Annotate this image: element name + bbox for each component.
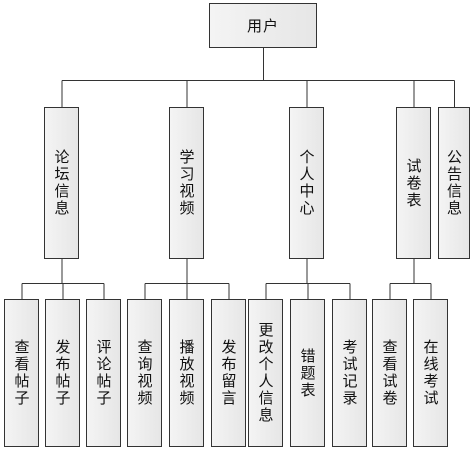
node-view-posts: 查看帖子 xyxy=(4,299,39,447)
node-personal-center: 个人中心 xyxy=(289,107,324,259)
node-post-message: 发布留言 xyxy=(211,299,246,447)
node-play-video: 播放视频 xyxy=(169,299,204,447)
node-post-message-label: 发布留言 xyxy=(219,339,238,407)
node-publish-posts-label: 发布帖子 xyxy=(53,339,72,407)
node-exam-paper-label: 试卷表 xyxy=(404,157,423,209)
node-announcement-info-label: 公告信息 xyxy=(445,149,463,217)
node-comment-posts-label: 评论帖子 xyxy=(94,339,113,407)
node-edit-profile: 更改个人信息 xyxy=(248,299,283,447)
node-wrong-questions-label: 错题表 xyxy=(298,347,317,399)
node-exam-records: 考试记录 xyxy=(332,299,367,447)
node-root-user: 用户 xyxy=(209,3,317,48)
node-personal-center-label: 个人中心 xyxy=(297,149,316,217)
node-view-posts-label: 查看帖子 xyxy=(12,339,31,407)
node-edit-profile-label: 更改个人信息 xyxy=(256,322,275,424)
node-wrong-questions: 错题表 xyxy=(290,299,325,447)
node-comment-posts: 评论帖子 xyxy=(86,299,121,447)
node-exam-records-label: 考试记录 xyxy=(340,339,359,407)
node-search-video-label: 查询视频 xyxy=(135,339,154,407)
node-search-video: 查询视频 xyxy=(127,299,162,447)
node-exam-paper: 试卷表 xyxy=(396,107,431,259)
node-announcement-info: 公告信息 xyxy=(438,107,470,259)
node-forum-info: 论坛信息 xyxy=(44,107,79,259)
node-online-exam: 在线考试 xyxy=(413,299,448,447)
node-study-video-label: 学习视频 xyxy=(177,149,196,217)
node-publish-posts: 发布帖子 xyxy=(45,299,80,447)
node-view-paper: 查看试卷 xyxy=(372,299,407,447)
node-play-video-label: 播放视频 xyxy=(177,339,196,407)
node-online-exam-label: 在线考试 xyxy=(421,339,440,407)
node-study-video: 学习视频 xyxy=(169,107,204,259)
node-forum-info-label: 论坛信息 xyxy=(52,149,71,217)
node-root-label: 用户 xyxy=(246,16,279,35)
node-view-paper-label: 查看试卷 xyxy=(380,339,399,407)
